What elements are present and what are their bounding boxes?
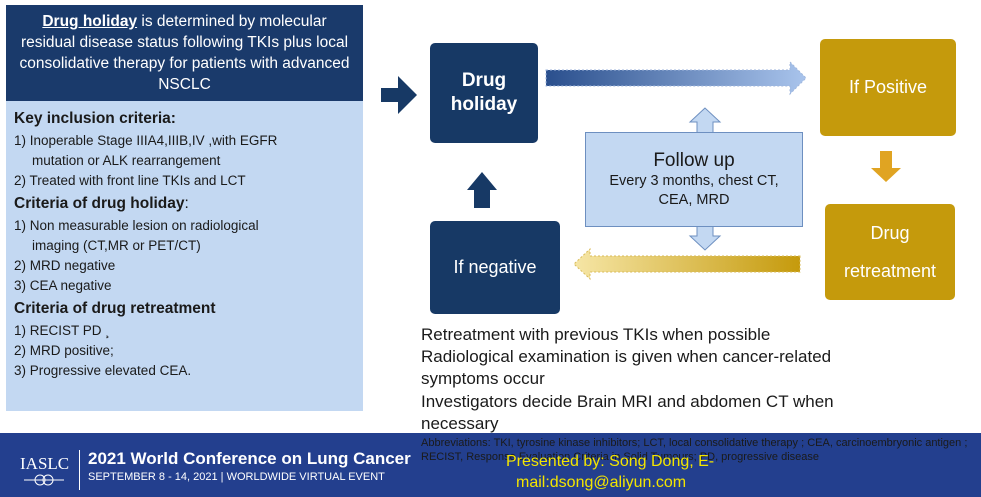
footer-bar [0,433,981,497]
retreatment-heading: Criteria of drug retreatment [14,300,216,317]
drug-holiday-label: Drug holiday [450,70,518,115]
if-positive-box: If Positive [820,39,956,136]
follow-up-line2: CEA, MRD [658,191,730,208]
conference-title: 2021 World Conference on Lung Cancer [88,449,411,468]
entry-arrow [381,76,417,114]
holiday-item-1-cont: imaging (CT,MR or PET/CT) [32,238,201,253]
title-emphasis: Drug holiday [42,13,138,30]
inclusion-item-1: 1) Inoperable Stage IIIA4,IIIB,IV ,with … [14,133,278,148]
inclusion-heading: Key inclusion criteria: [14,110,176,127]
retreatment-label-line2: retreatment [843,261,937,281]
if-negative-box: If negative [430,221,560,314]
note-line5: necessary [421,414,499,433]
title-box: Drug holiday is determined by molecular … [6,5,363,101]
abbreviations-text: Abbreviations: TKI, tyrosine kinase inhi… [421,437,968,463]
footer-divider [79,450,80,490]
follow-up-line1: Every 3 months, chest CT, [609,172,779,189]
drug-holiday-box: Drug holiday [430,43,538,143]
holiday-to-positive-arrow [545,60,807,96]
if-positive-label: If Positive [848,77,928,97]
iaslc-logo: IASLC [20,454,70,473]
positive-to-retreatment-arrow [871,151,901,182]
presenter-line1: Presented by: Song Dong, E- [506,453,715,470]
lung-logo-icon [24,474,64,486]
holiday-heading-colon: : [184,195,189,212]
conference-subtitle: SEPTEMBER 8 - 14, 2021 | WORLDWIDE VIRTU… [88,471,385,483]
follow-up-title: Follow up [653,149,735,171]
holiday-item-1: 1) Non measurable lesion on radiological [14,218,259,233]
follow-up-detail: Every 3 months, chest CT, CEA, MRD [609,172,778,210]
retreatment-item-3: 3) Progressive elevated CEA. [14,363,192,378]
retreatment-item-2: 2) MRD positive; [14,343,114,358]
inclusion-item-2: 2) Treated with front line TKIs and LCT [14,173,246,188]
title-rest: is determined by molecular residual dise… [19,13,350,93]
if-negative-label: If negative [453,257,537,277]
holiday-heading-text: Criteria of drug holiday [14,195,185,212]
presenter-line2: mail:dsong@aliyun.com [516,474,687,491]
follow-up-box: Follow up Every 3 months, chest CT, CEA,… [585,132,803,227]
negative-to-holiday-arrow [467,172,497,208]
retreatment-item-1: 1) RECIST PD ¸ [14,323,110,338]
holiday-item-3: 3) CEA negative [14,278,112,293]
holiday-item-2: 2) MRD negative [14,258,116,273]
holiday-heading: Criteria of drug holiday: [14,195,353,213]
retreatment-label-line1: Drug [870,223,910,243]
drug-retreatment-box: Drug retreatment [825,204,955,300]
inclusion-item-1-cont: mutation or ALK rearrangement [32,153,221,168]
note-line2: Radiological examination is given when c… [421,347,832,366]
retreatment-to-negative-arrow [573,247,801,281]
note-line1: Retreatment with previous TKIs when poss… [421,325,771,344]
criteria-box: Key inclusion criteria: 1) Inoperable St… [6,101,363,411]
note-line4: Investigators decide Brain MRI and abdom… [421,392,834,411]
note-line3: symptoms occur [421,369,545,388]
presenter-info: Presented by: Song Dong, E- mail:dsong@a… [506,451,766,493]
